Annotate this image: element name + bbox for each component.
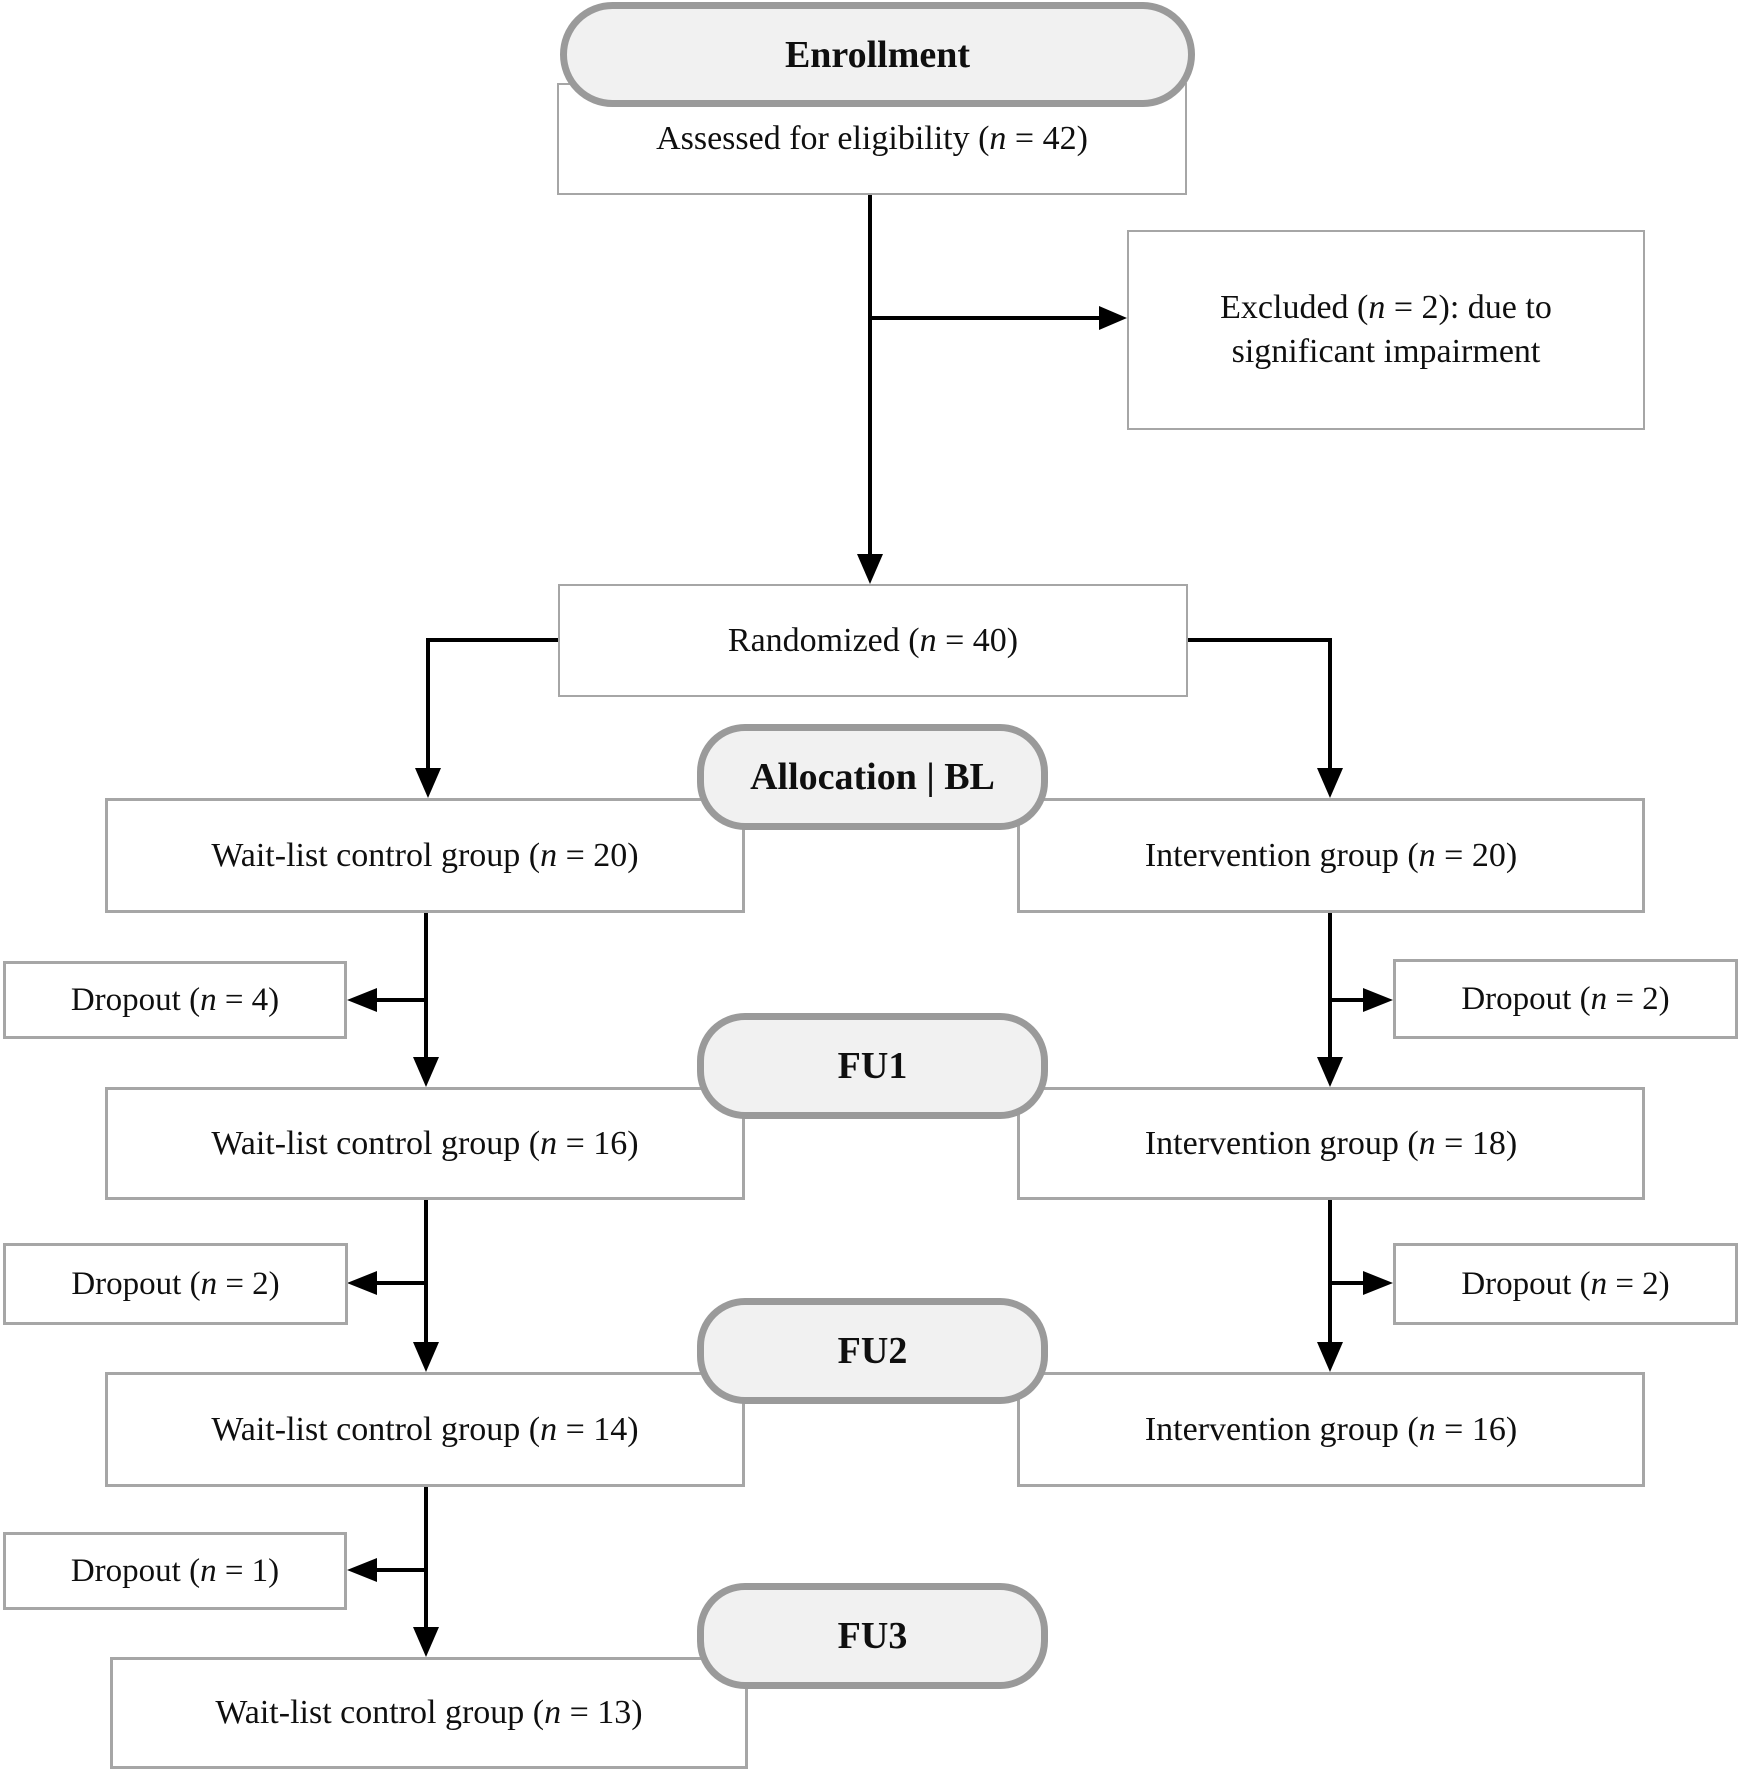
arrow-assessed-to-randomized (857, 195, 883, 584)
fu1-stage-label: FU1 (837, 1045, 908, 1087)
fu1-waitlist-label: Wait-list control group (n = 16) (211, 1124, 639, 1162)
enrollment-stage-pill: Enrollment (560, 2, 1195, 107)
fu1-dropout-right-box: Dropout (n = 2) (1393, 959, 1738, 1039)
arrow-dropout-fu3-left (347, 1558, 426, 1582)
arrow-dropout-fu1-left (347, 988, 426, 1012)
arrow-fu2-to-fu3-left (413, 1487, 439, 1657)
fu2-dropout-right-box: Dropout (n = 2) (1393, 1243, 1738, 1325)
fu3-stage-label: FU3 (837, 1615, 908, 1657)
fu3-stage-pill: FU3 (697, 1583, 1048, 1689)
fu1-intervention-label: Intervention group (n = 18) (1144, 1124, 1518, 1162)
arrow-dropout-fu2-right (1330, 1271, 1393, 1295)
fu2-waitlist-label: Wait-list control group (n = 14) (211, 1410, 639, 1448)
randomized-box: Randomized (n = 40) (558, 584, 1188, 697)
fu2-intervention-box: Intervention group (n = 16) (1017, 1372, 1645, 1487)
fu3-dropout-left-label: Dropout (n = 1) (70, 1552, 280, 1589)
arrow-fu1-to-fu2-left (413, 1200, 439, 1372)
arrow-dropout-fu2-left (347, 1271, 426, 1295)
arrow-randomized-to-waitlist (415, 638, 558, 798)
enrollment-stage-label: Enrollment (784, 33, 971, 76)
allocation-waitlist-label: Wait-list control group (n = 20) (211, 836, 639, 874)
allocation-waitlist-box: Wait-list control group (n = 20) (105, 798, 745, 913)
fu2-dropout-left-label: Dropout (n = 2) (71, 1265, 280, 1302)
fu1-dropout-right-label: Dropout (n = 2) (1461, 980, 1670, 1017)
excluded-line-2: significant impairment (1231, 333, 1541, 370)
fu2-dropout-left-box: Dropout (n = 2) (3, 1243, 348, 1325)
fu2-intervention-label: Intervention group (n = 16) (1144, 1410, 1518, 1448)
fu3-dropout-left-box: Dropout (n = 1) (3, 1532, 347, 1610)
arrow-bl-to-fu1-right (1317, 913, 1343, 1087)
excluded-line-1: Excluded (n = 2): due to (1220, 289, 1552, 327)
arrow-randomized-to-intervention (1188, 638, 1343, 798)
fu2-dropout-right-label: Dropout (n = 2) (1461, 1265, 1670, 1302)
arrow-to-excluded (870, 306, 1127, 330)
excluded-box: Excluded (n = 2): due to significant imp… (1127, 230, 1645, 430)
fu1-dropout-left-box: Dropout (n = 4) (3, 961, 347, 1039)
fu1-waitlist-box: Wait-list control group (n = 16) (105, 1087, 745, 1200)
fu1-intervention-box: Intervention group (n = 18) (1017, 1087, 1645, 1200)
allocation-stage-label: Allocation | BL (750, 756, 995, 798)
excluded-label: Excluded (n = 2): due to significant imp… (1220, 286, 1552, 373)
fu2-stage-label: FU2 (837, 1330, 908, 1372)
randomized-label: Randomized (n = 40) (727, 621, 1019, 659)
allocation-intervention-box: Intervention group (n = 20) (1017, 798, 1645, 913)
arrow-fu1-to-fu2-right (1317, 1200, 1343, 1372)
fu1-dropout-left-label: Dropout (n = 4) (70, 981, 280, 1018)
fu2-stage-pill: FU2 (697, 1298, 1048, 1404)
arrow-dropout-fu1-right (1330, 988, 1393, 1012)
assessed-eligibility-label: Assessed for eligibility (n = 42) (656, 120, 1088, 158)
fu3-waitlist-box: Wait-list control group (n = 13) (110, 1657, 748, 1769)
fu2-waitlist-box: Wait-list control group (n = 14) (105, 1372, 745, 1487)
fu3-waitlist-label: Wait-list control group (n = 13) (215, 1694, 643, 1732)
allocation-stage-pill: Allocation | BL (697, 724, 1048, 830)
fu1-stage-pill: FU1 (697, 1013, 1048, 1119)
arrow-bl-to-fu1-left (413, 913, 439, 1087)
allocation-intervention-label: Intervention group (n = 20) (1144, 836, 1518, 874)
